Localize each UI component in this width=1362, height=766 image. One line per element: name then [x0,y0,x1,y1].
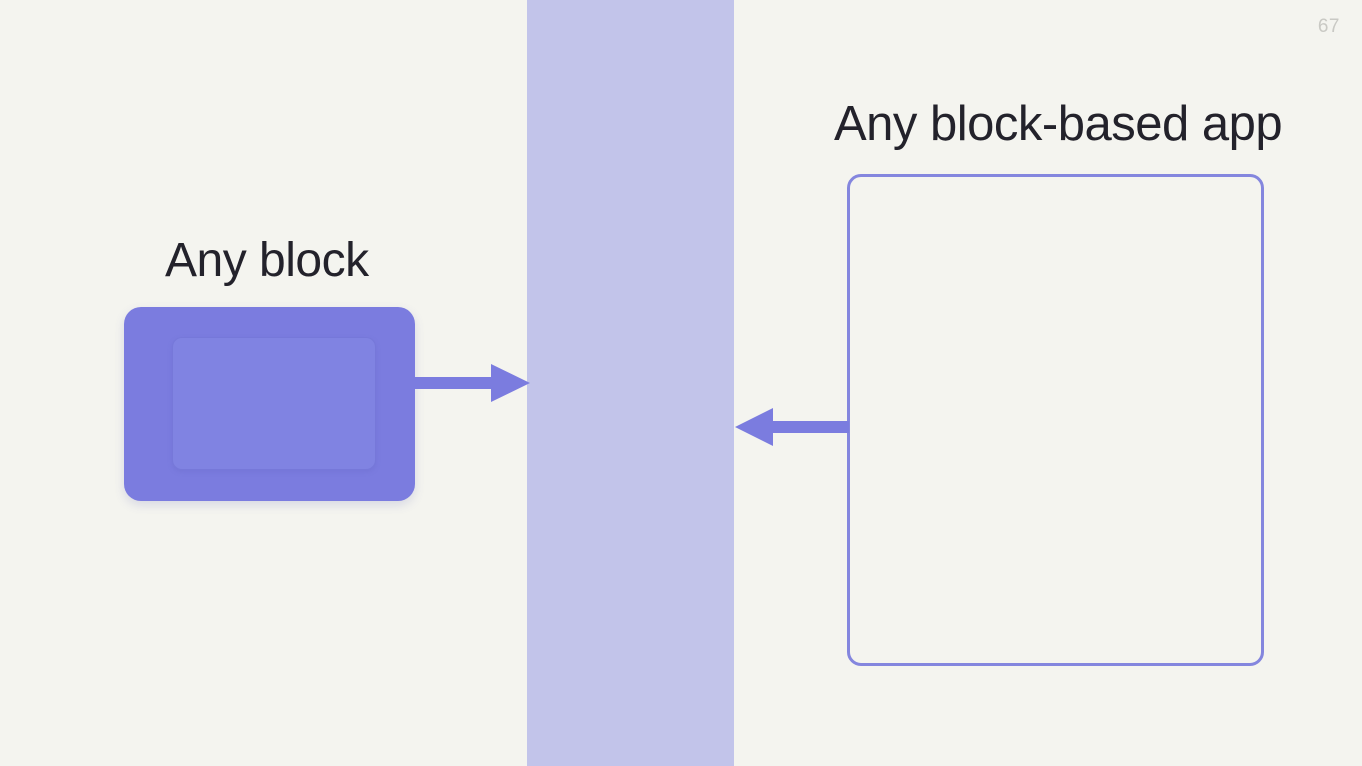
page-number: 67 [1317,16,1340,37]
any-block-based-app-box [847,174,1264,666]
right-heading: Any block-based app [834,97,1283,151]
center-band [527,0,734,766]
arrow-block-to-band-icon [415,364,530,402]
left-heading: Any block [165,234,369,287]
any-block-inner-shape [172,337,376,470]
arrow-app-to-band-icon [735,408,849,446]
any-block-shape [124,307,415,501]
